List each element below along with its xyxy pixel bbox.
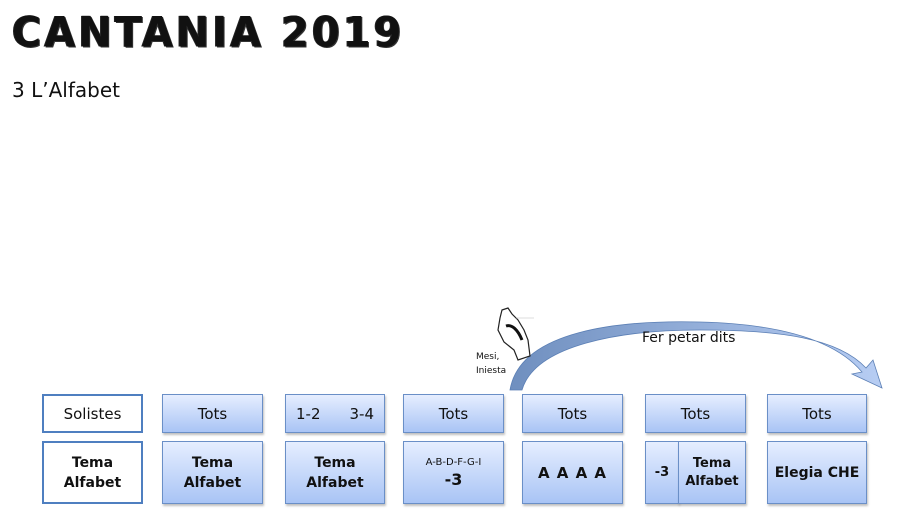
groups-box: 1-2 3-4 bbox=[285, 394, 385, 433]
box-text: Alfabet bbox=[183, 474, 242, 491]
box-text: Tema bbox=[692, 455, 732, 471]
elegia-box: Elegia CHE bbox=[767, 441, 867, 504]
tots-box: Tots bbox=[645, 394, 746, 433]
tots-box: Tots bbox=[522, 394, 623, 433]
aaaa-box: A A A A bbox=[522, 441, 623, 504]
page-title: CANTANIA 2019 bbox=[12, 8, 405, 58]
tots-box: Tots bbox=[162, 394, 263, 433]
box-text: Tema bbox=[314, 454, 356, 471]
names-line-2: Iniesta bbox=[476, 366, 507, 376]
tema-alfabet-box: Tema Alfabet bbox=[162, 441, 263, 504]
letters-text: A-B-D-F-G-I bbox=[425, 456, 482, 468]
box-text: Alfabet bbox=[685, 473, 739, 489]
box-text: Elegia CHE bbox=[774, 464, 860, 481]
box-text: Alfabet bbox=[63, 474, 122, 491]
box-text: Tema bbox=[71, 454, 114, 471]
box-text: Tema bbox=[191, 454, 234, 471]
group-3-4: 3-4 bbox=[349, 404, 375, 423]
minus-three-box: -3 bbox=[645, 441, 679, 504]
letters-box: A-B-D-F-G-I -3 bbox=[403, 441, 504, 504]
box-text: Alfabet bbox=[306, 474, 364, 491]
box-text: -3 bbox=[654, 464, 670, 480]
group-1-2: 1-2 bbox=[296, 404, 321, 423]
performer-names: Mesi, Iniesta bbox=[476, 350, 506, 378]
page-subtitle: 3 L’Alfabet bbox=[12, 78, 120, 102]
solistes-box: Solistes bbox=[42, 394, 143, 433]
box-text: -3 bbox=[444, 469, 463, 489]
tema-alfabet-box: Tema Alfabet bbox=[678, 441, 746, 504]
tema-alfabet-box: Tema Alfabet bbox=[285, 441, 385, 504]
snapping-fingers-hand-icon bbox=[497, 307, 534, 361]
names-line-1: Mesi, bbox=[476, 352, 500, 362]
arrow-label: Fer petar dits bbox=[642, 330, 736, 346]
tots-box: Tots bbox=[403, 394, 504, 433]
tots-box: Tots bbox=[767, 394, 867, 433]
box-text: A A A A bbox=[537, 463, 608, 482]
tema-alfabet-box: Tema Alfabet bbox=[42, 441, 143, 504]
